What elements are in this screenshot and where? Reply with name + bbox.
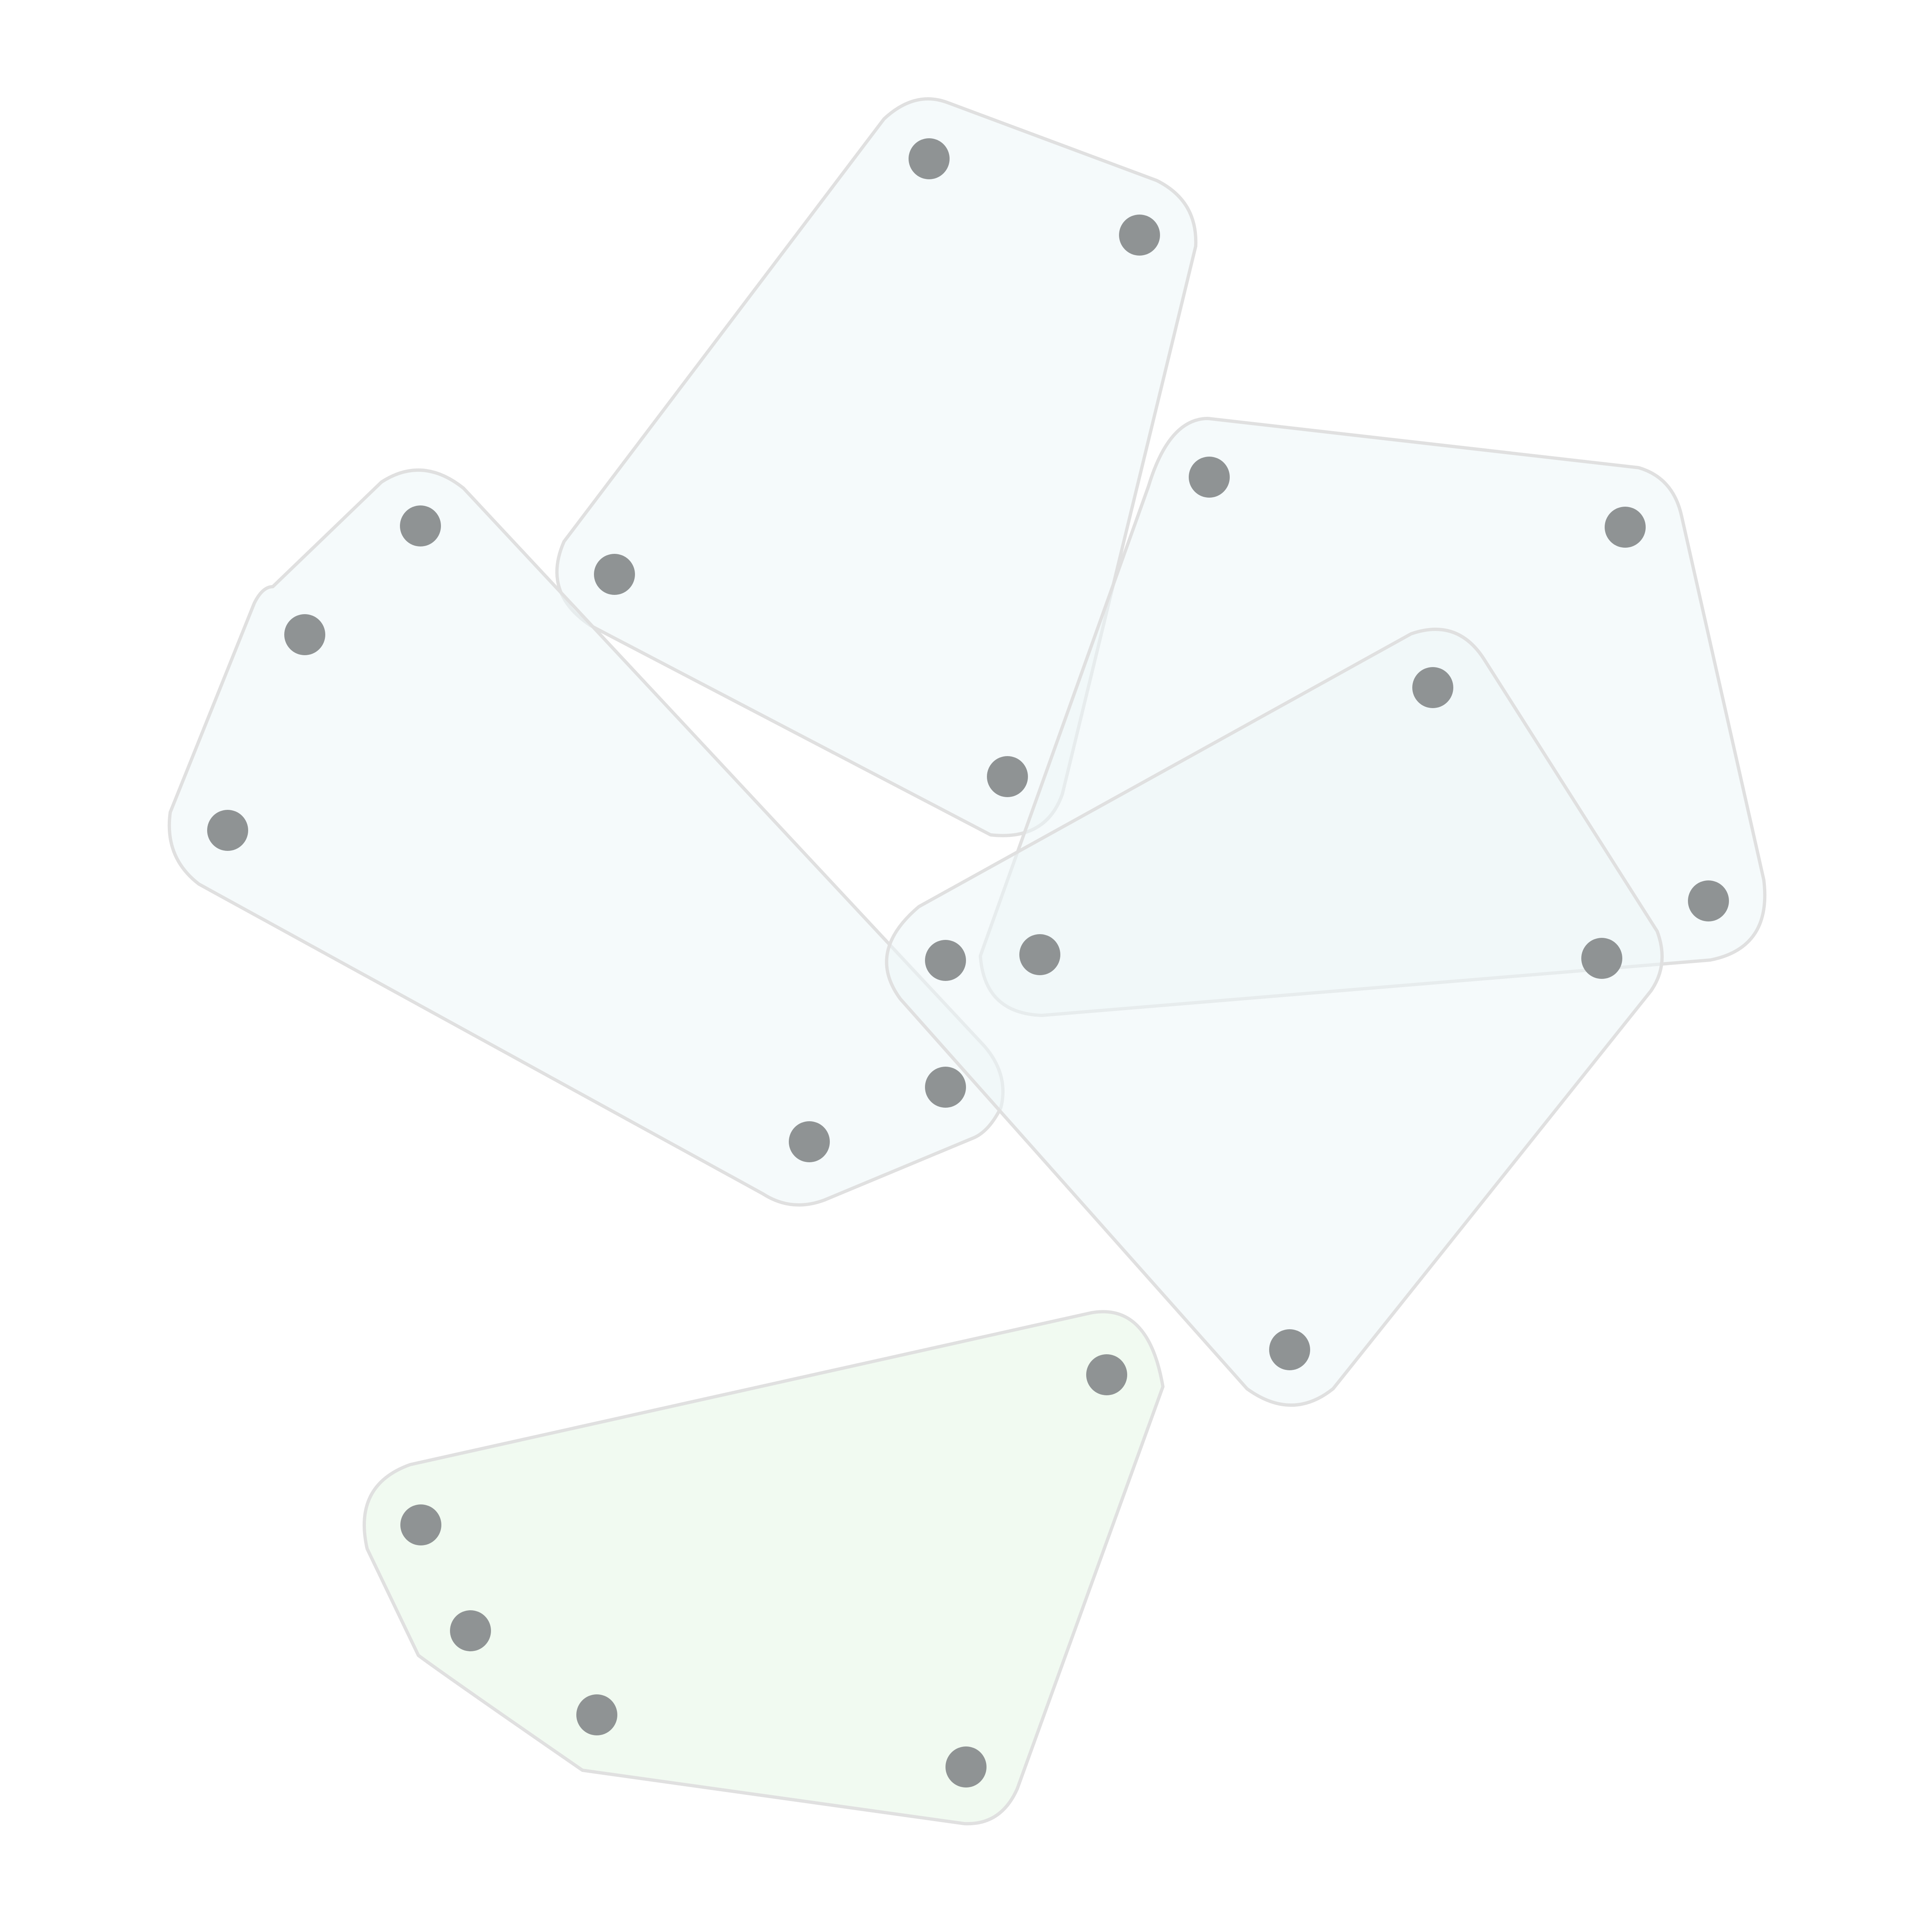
- node: [207, 810, 248, 851]
- node: [1269, 1329, 1310, 1370]
- node: [925, 940, 966, 981]
- node: [400, 505, 441, 546]
- hyperedge-left: [167, 468, 1005, 1207]
- node: [594, 554, 635, 595]
- node: [1086, 1354, 1127, 1395]
- node: [1605, 507, 1646, 548]
- node: [945, 1746, 987, 1787]
- node: [909, 138, 950, 179]
- node: [1581, 938, 1622, 979]
- hyperedge-hulls: [167, 97, 1767, 1826]
- hyperedge-center-right: [885, 628, 1664, 1407]
- node: [1688, 880, 1729, 921]
- node: [1189, 457, 1230, 498]
- node: [450, 1610, 491, 1651]
- node: [1119, 215, 1160, 256]
- node: [789, 1121, 830, 1162]
- node: [284, 614, 325, 655]
- hyperedge-bottom: [363, 1310, 1165, 1826]
- node: [1019, 934, 1060, 975]
- node: [1412, 667, 1453, 708]
- node: [987, 756, 1028, 797]
- node: [400, 1504, 441, 1545]
- node: [925, 1067, 966, 1108]
- vertex-nodes: [207, 138, 1729, 1787]
- node: [576, 1694, 617, 1735]
